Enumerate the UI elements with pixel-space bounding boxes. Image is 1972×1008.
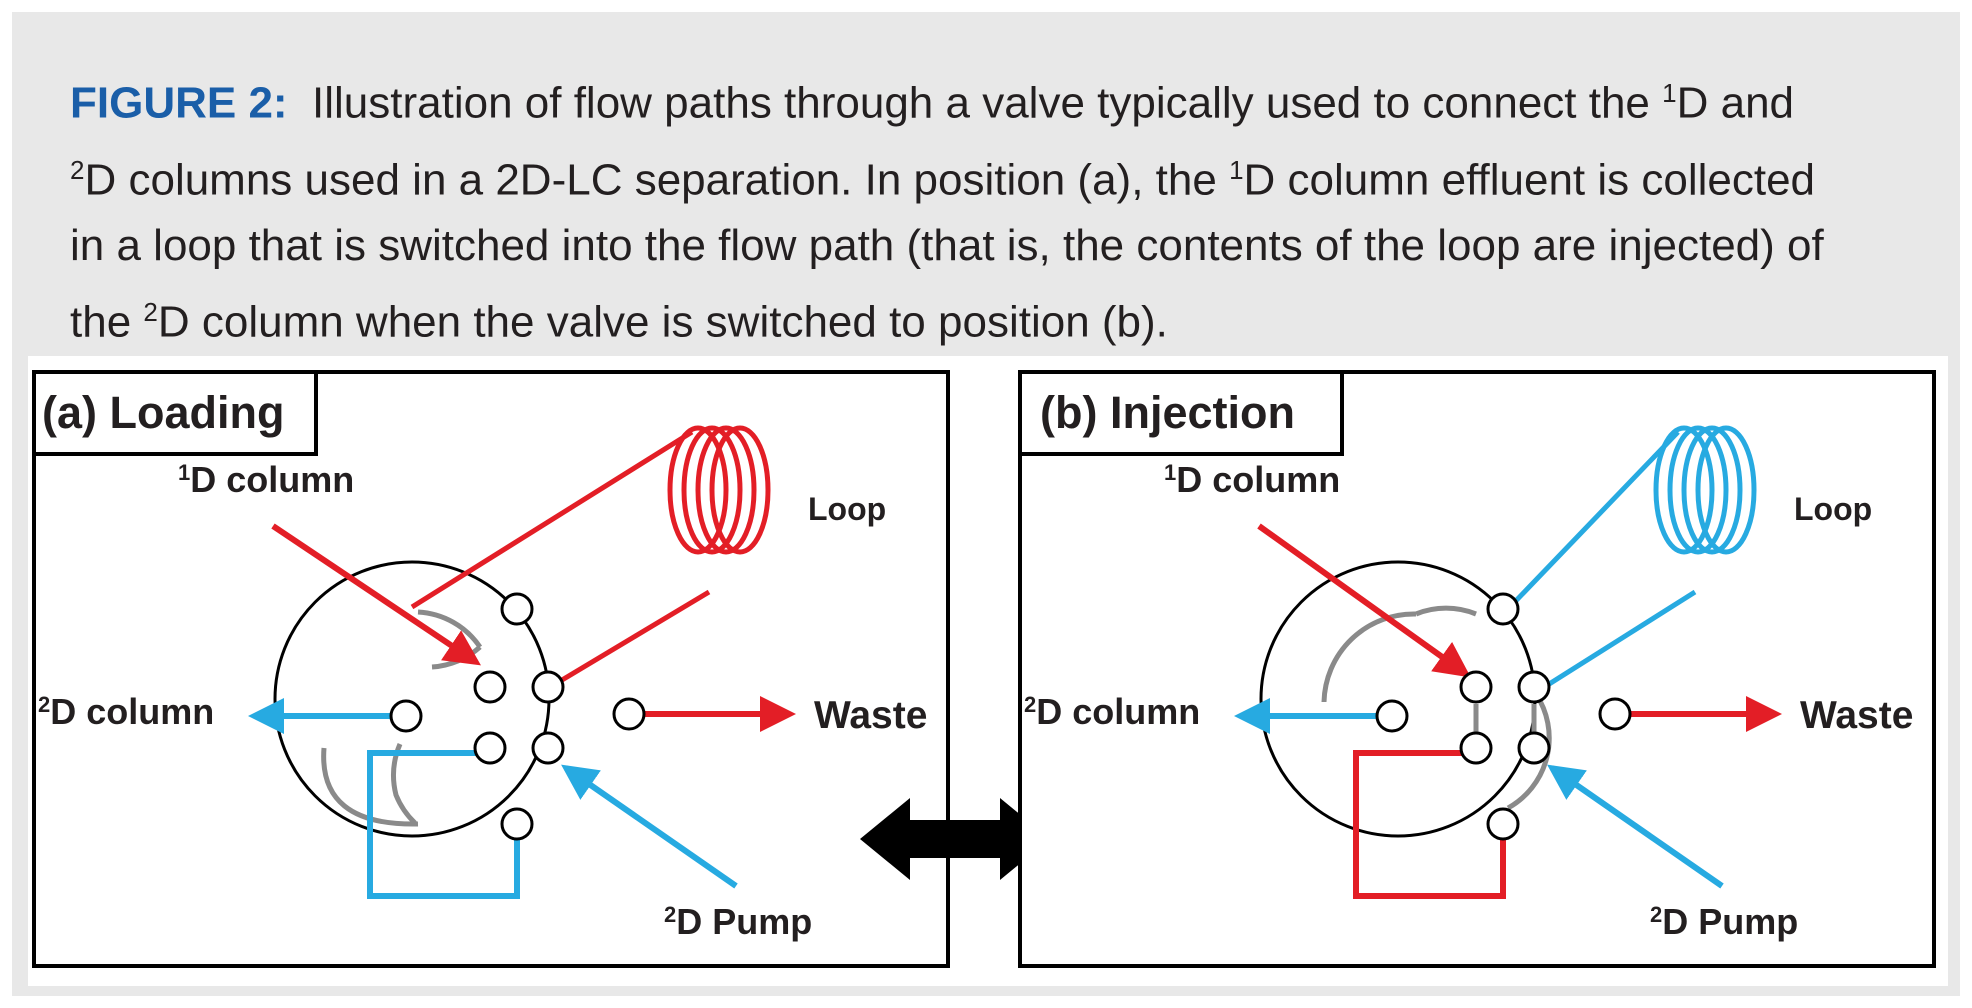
caption-text-1: Illustration of flow paths through a val… bbox=[312, 78, 1663, 128]
loop-line-b-1 bbox=[1506, 430, 1680, 611]
caption-text-3: D columns used in a 2D-LC separation. In… bbox=[84, 155, 1230, 205]
figure-label: FIGURE 2: bbox=[70, 78, 288, 128]
caption-sup-3: 1 bbox=[1229, 154, 1244, 185]
label-pump-sup-b: 2 bbox=[1650, 902, 1662, 927]
label-1d-sup-b: 1 bbox=[1164, 460, 1176, 485]
label-loop-b: Loop bbox=[1794, 491, 1872, 527]
caption-text-4: D column effluent is collected in a loop… bbox=[70, 155, 1824, 347]
panel-loading: (a) Loading bbox=[32, 370, 950, 968]
loop-line-a-2 bbox=[550, 589, 711, 689]
panel-injection: (b) Injection bbox=[1018, 370, 1936, 968]
loop-line-b-2 bbox=[1544, 589, 1697, 689]
ports-a bbox=[389, 592, 646, 841]
diagram-area: (a) Loading bbox=[28, 356, 1948, 986]
caption-text-5: D column when the valve is switched to p… bbox=[157, 297, 1168, 347]
caption-sup-4: 2 bbox=[143, 297, 158, 328]
caption-text-2: D and bbox=[1676, 78, 1795, 128]
label-1d-column-b: 1D column bbox=[1164, 459, 1340, 500]
label-pump-b: 2D Pump bbox=[1650, 901, 1798, 942]
label-pump-a: 2D Pump bbox=[664, 901, 812, 942]
channel-a-4 bbox=[321, 747, 419, 827]
label-1d-sup-a: 1 bbox=[178, 460, 190, 485]
blue-path-a bbox=[367, 750, 520, 899]
ports-b bbox=[1375, 592, 1632, 841]
loop-coil-b bbox=[1653, 425, 1757, 555]
label-waste-b: Waste bbox=[1800, 694, 1913, 737]
panel-injection-title: (b) Injection bbox=[1040, 387, 1295, 438]
loop-coil-a bbox=[667, 425, 771, 555]
panel-injection-title-box bbox=[1018, 370, 1344, 456]
label-loop-a: Loop bbox=[808, 491, 886, 527]
panel-loading-title-box bbox=[32, 370, 318, 456]
label-2d-text-a: D column bbox=[50, 691, 214, 732]
loop-line-a-1 bbox=[410, 429, 694, 610]
panel-loading-frame bbox=[32, 370, 950, 968]
label-2d-column-a: 2D column bbox=[38, 691, 214, 732]
channel-b-1 bbox=[1415, 605, 1477, 617]
label-1d-text-a: D column bbox=[190, 459, 354, 500]
arrow-pump-a bbox=[561, 764, 738, 889]
red-path-b bbox=[1353, 750, 1506, 899]
double-headed-arrow-icon bbox=[860, 798, 1050, 880]
figure-caption: FIGURE 2: Illustration of flow paths thr… bbox=[70, 60, 1830, 356]
label-2d-text-b: D column bbox=[1036, 691, 1200, 732]
label-2d-sup-a: 2 bbox=[38, 692, 50, 717]
panel-loading-title: (a) Loading bbox=[42, 387, 284, 438]
channel-b-2 bbox=[1321, 611, 1417, 703]
label-1d-column-a: 1D column bbox=[178, 459, 354, 500]
label-2d-column-b: 2D column bbox=[1024, 691, 1200, 732]
arrow-1d-in-a bbox=[271, 523, 481, 666]
valve-diagram: (a) Loading bbox=[32, 370, 1936, 968]
label-pump-text-b: D Pump bbox=[1662, 901, 1798, 942]
panel-injection-frame bbox=[1018, 370, 1936, 968]
arrow-1d-in-b bbox=[1257, 523, 1471, 678]
label-pump-sup-a: 2 bbox=[664, 902, 676, 927]
caption-sup-2: 2 bbox=[70, 154, 85, 185]
label-waste-a: Waste bbox=[814, 694, 927, 737]
arrow-pump-b bbox=[1547, 764, 1724, 889]
label-pump-text-a: D Pump bbox=[676, 901, 812, 942]
label-1d-text-b: D column bbox=[1176, 459, 1340, 500]
caption-sup-1: 1 bbox=[1662, 78, 1677, 108]
label-2d-sup-b: 2 bbox=[1024, 692, 1036, 717]
